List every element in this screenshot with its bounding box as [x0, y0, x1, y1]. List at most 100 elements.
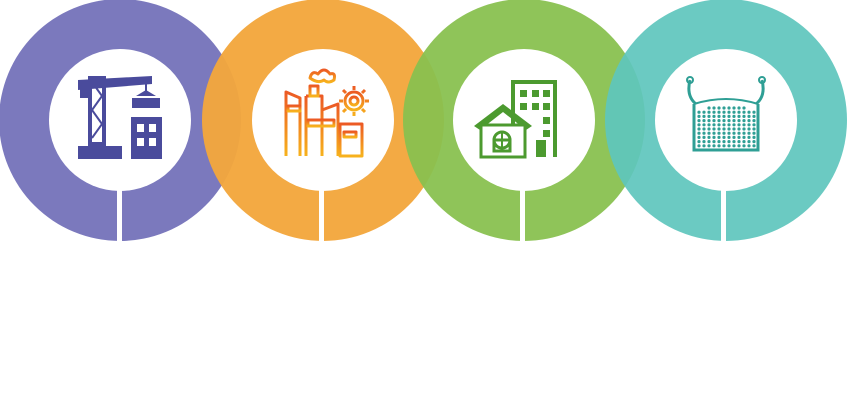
mesh-dot — [717, 127, 721, 131]
crane-building-icon — [78, 76, 162, 159]
mesh-dot — [712, 144, 716, 148]
mesh-dot — [712, 119, 716, 123]
mesh-dot — [727, 127, 731, 131]
mesh-dot — [737, 123, 741, 127]
mesh-dot — [742, 106, 746, 110]
mesh-dot — [737, 114, 741, 118]
mesh-dot — [727, 106, 731, 110]
mesh-dot — [752, 123, 756, 127]
mesh-dot — [727, 114, 731, 118]
mesh-dot — [722, 114, 726, 118]
mesh-net-icon — [686, 76, 766, 152]
mesh-dot — [732, 114, 736, 118]
mesh-dot — [707, 114, 711, 118]
mesh-dot — [737, 144, 741, 148]
mesh-dot — [707, 119, 711, 123]
mesh-dot — [747, 144, 751, 148]
stem-construction — [117, 190, 122, 244]
mesh-dot — [747, 123, 751, 127]
mesh-dot — [732, 127, 736, 131]
mesh-dot — [727, 140, 731, 144]
mesh-dot — [752, 110, 756, 114]
mesh-dot — [727, 135, 731, 139]
stem-industry — [319, 190, 324, 244]
mesh-dot — [697, 114, 701, 118]
mesh-dot — [722, 110, 726, 114]
mesh-dot — [707, 144, 711, 148]
mesh-dot — [717, 123, 721, 127]
mesh-dot — [712, 110, 716, 114]
mesh-dot — [732, 144, 736, 148]
mesh-dot — [707, 135, 711, 139]
mesh-dot — [727, 110, 731, 114]
mesh-dot — [702, 123, 706, 127]
mesh-dot — [712, 123, 716, 127]
mesh-dot — [742, 127, 746, 131]
mesh-dot — [717, 131, 721, 135]
mesh-dot — [712, 135, 716, 139]
mesh-dot — [722, 119, 726, 123]
mesh-dot — [752, 144, 756, 148]
mesh-dot — [697, 127, 701, 131]
mesh-dot — [737, 135, 741, 139]
mesh-dot — [697, 119, 701, 123]
mesh-dot — [747, 127, 751, 131]
mesh-dot — [712, 140, 716, 144]
mesh-dot — [732, 119, 736, 123]
mesh-dot — [697, 135, 701, 139]
mesh-dot — [702, 127, 706, 131]
mesh-dot — [737, 140, 741, 144]
mesh-dot — [707, 110, 711, 114]
mesh-dot — [752, 135, 756, 139]
mesh-dot — [697, 140, 701, 144]
mesh-dot — [727, 119, 731, 123]
mesh-dot — [722, 131, 726, 135]
mesh-dot — [747, 131, 751, 135]
mesh-dot — [707, 131, 711, 135]
stem-real-estate — [520, 190, 525, 244]
house-building-icon — [474, 80, 557, 159]
mesh-dot — [747, 135, 751, 139]
mesh-dot — [732, 123, 736, 127]
mesh-dot — [732, 135, 736, 139]
inner-disc-mesh — [655, 49, 797, 191]
mesh-dot — [712, 114, 716, 118]
mesh-dot — [747, 119, 751, 123]
mesh-dot — [702, 119, 706, 123]
mesh-dot — [697, 131, 701, 135]
stem-mesh — [721, 190, 726, 244]
mesh-dot — [712, 106, 716, 110]
mesh-dot — [707, 123, 711, 127]
mesh-dot — [722, 106, 726, 110]
mesh-dot — [752, 127, 756, 131]
mesh-dot — [747, 140, 751, 144]
mesh-dot — [717, 106, 721, 110]
mesh-dot — [747, 114, 751, 118]
mesh-dot — [737, 106, 741, 110]
mesh-dot — [702, 131, 706, 135]
mesh-dot — [742, 123, 746, 127]
inner-disc-construction — [49, 49, 191, 191]
mesh-dot — [712, 127, 716, 131]
mesh-dot — [697, 110, 701, 114]
mesh-dot — [722, 135, 726, 139]
mesh-dot — [712, 131, 716, 135]
mesh-dot — [727, 144, 731, 148]
mesh-dot — [727, 131, 731, 135]
mesh-dot — [732, 110, 736, 114]
mesh-dot — [732, 106, 736, 110]
mesh-dot — [742, 131, 746, 135]
mesh-dot — [742, 110, 746, 114]
mesh-dot — [717, 119, 721, 123]
mesh-dot — [697, 123, 701, 127]
mesh-dot — [752, 114, 756, 118]
mesh-dot — [742, 144, 746, 148]
mesh-dot — [717, 114, 721, 118]
mesh-dot — [752, 131, 756, 135]
mesh-dot — [737, 119, 741, 123]
mesh-dot — [717, 144, 721, 148]
mesh-dot — [722, 144, 726, 148]
mesh-dot — [732, 131, 736, 135]
mesh-dot — [702, 144, 706, 148]
